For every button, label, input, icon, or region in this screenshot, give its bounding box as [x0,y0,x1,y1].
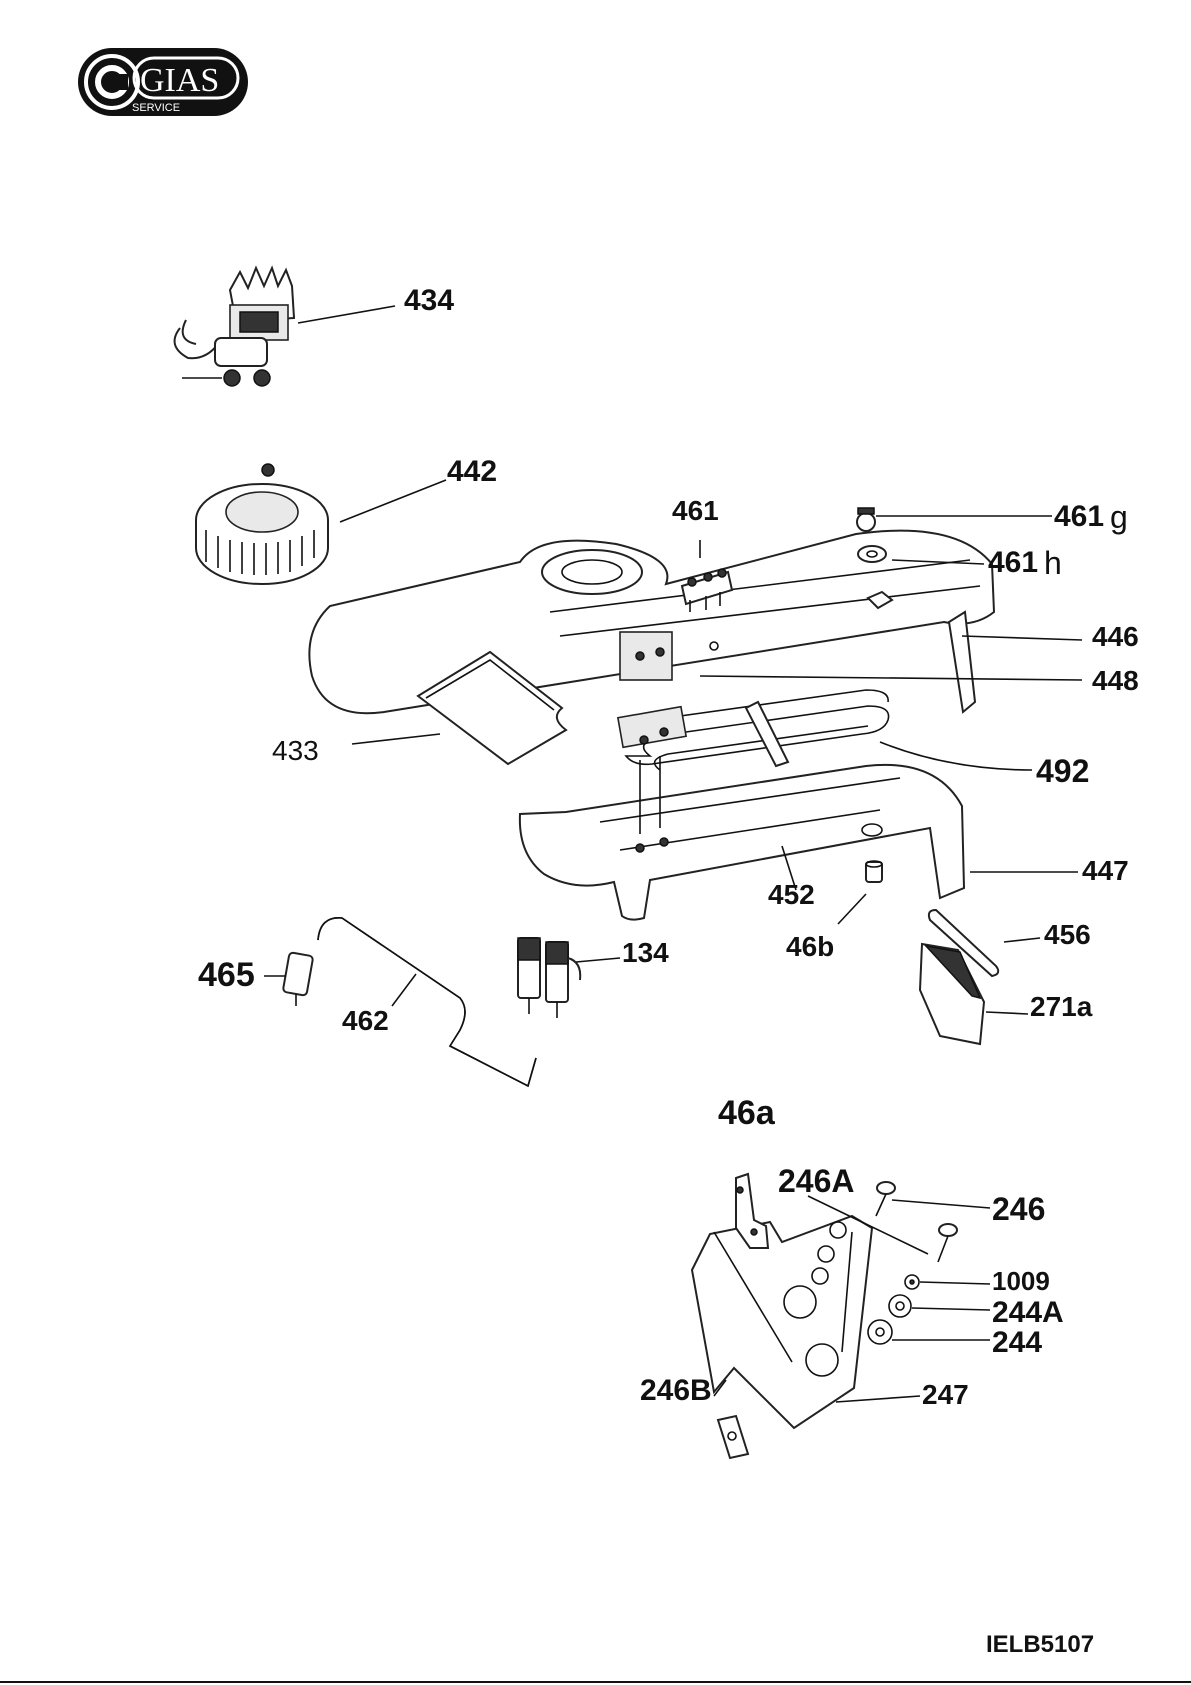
callout-461h: 461 [988,546,1038,579]
part-246-screws [876,1182,957,1262]
gias-service-logo: GIAS SERVICE [78,48,248,116]
part-246B-clip [718,1416,748,1458]
callout-271a: 271a [1030,991,1093,1022]
leader-433 [352,734,440,744]
callout-447: 447 [1082,855,1129,886]
leader-1009 [920,1282,990,1284]
callout-434: 434 [404,284,454,317]
callout-246B: 246B [640,1374,712,1407]
callout-461: 461 [672,495,719,526]
part-1009-washer [905,1275,919,1289]
leader-271a [986,1012,1028,1014]
callout-448: 448 [1092,665,1139,696]
part-461g-thermostat [857,508,875,531]
leader-247 [836,1396,920,1402]
leader-134 [576,958,620,962]
callout-433: 433 [272,735,319,766]
leader-448 [700,676,1082,680]
part-134-valve [518,938,580,1018]
leader-462 [392,974,416,1006]
callout-1009: 1009 [992,1266,1050,1296]
callout-461g: 461 [1054,500,1104,533]
callout-492: 492 [1036,753,1089,789]
callout-46a: 46a [718,1094,776,1132]
part-244A-washer [889,1295,911,1317]
leader-46b [838,894,866,924]
callout-462: 462 [342,1005,389,1036]
part-492-heating-element [618,690,889,770]
part-462-tube [318,918,536,1086]
drawing-code: IELB5107 [986,1631,1094,1658]
callout-461h-suffix: h [1044,545,1062,581]
part-46b-spacer [866,861,882,882]
leader-244A [912,1308,990,1310]
leader-446 [962,636,1082,640]
part-465-sensor [283,952,314,1006]
callout-452: 452 [768,879,815,910]
callout-46b: 46b [786,931,834,962]
part-447-lower-housing [520,756,964,920]
part-434-motor [175,268,294,386]
callout-247: 247 [922,1379,969,1410]
callout-446: 446 [1092,621,1139,652]
leader-442 [340,480,446,522]
callout-246: 246 [992,1191,1045,1227]
callout-456: 456 [1044,919,1091,950]
leader-456 [1004,938,1040,942]
leader-246 [892,1200,990,1208]
logo-brand: GIAS [140,62,219,99]
part-442-fan-wheel [196,464,328,584]
callout-244: 244 [992,1326,1042,1359]
part-446-upper-housing [309,531,994,714]
part-244-washer [868,1320,892,1344]
logo-subtitle: SERVICE [132,102,180,114]
leader-434 [298,306,395,323]
callout-244A: 244A [992,1296,1064,1329]
callout-442: 442 [447,455,497,488]
callout-465: 465 [198,956,255,994]
callout-461g-suffix: g [1110,499,1128,535]
part-247-bracket [692,1216,872,1428]
callout-134: 134 [622,937,669,968]
callout-246A: 246A [778,1163,855,1199]
